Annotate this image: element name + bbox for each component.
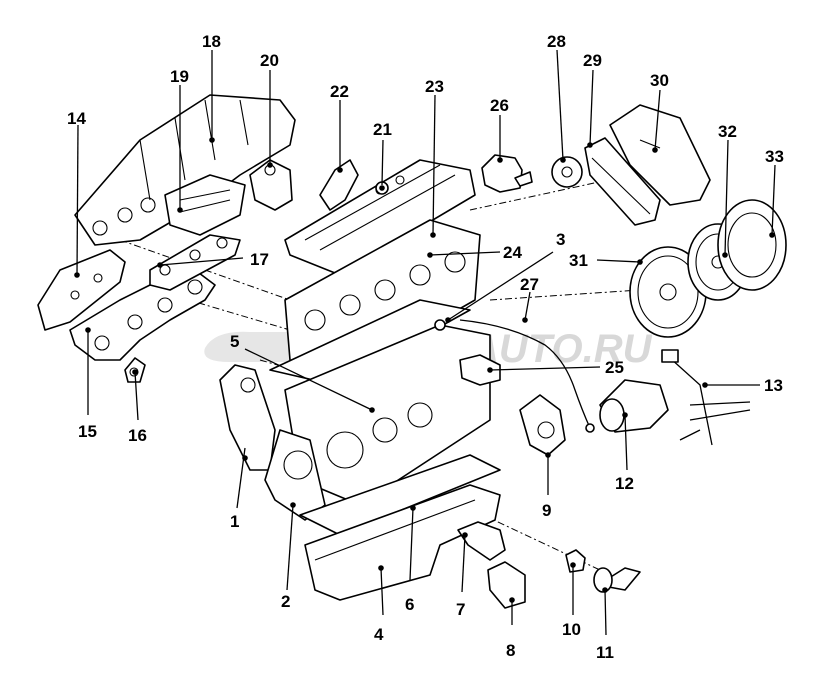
callout-29: 29	[583, 51, 602, 70]
part-head-bracket	[434, 319, 446, 331]
part-wiring-harness	[661, 349, 751, 446]
callout-8: 8	[506, 641, 515, 660]
part-belt-cover	[609, 104, 711, 206]
part-starter	[599, 379, 669, 433]
callout-28: 28	[547, 32, 566, 51]
part-valve-cover	[284, 159, 476, 276]
watermark-text: AUTO.RU	[469, 327, 653, 371]
part-timing-cover	[219, 364, 276, 471]
leader-lines	[76, 49, 776, 636]
callout-6: 6	[405, 595, 414, 614]
callout-13: 13	[764, 376, 783, 395]
callout-30: 30	[650, 71, 669, 90]
part-dipstick-tube	[459, 319, 595, 433]
part-water-outlet	[459, 354, 501, 386]
callout-labels: 1 2 3 4 5 6 7 8 9 10 11 12 13 14 15 16 1…	[67, 32, 784, 662]
part-pressure-plate	[717, 199, 787, 291]
callout-11: 11	[596, 643, 614, 662]
part-exhaust-manifold	[69, 269, 216, 361]
part-flywheel	[629, 246, 707, 338]
part-oil-pan	[304, 484, 501, 601]
part-oil-filler	[319, 159, 359, 211]
callout-19: 19	[170, 67, 189, 86]
callout-14: 14	[67, 109, 86, 128]
callout-32: 32	[718, 122, 737, 141]
callout-5: 5	[230, 332, 239, 351]
callout-21: 21	[373, 120, 392, 139]
part-oil-pan-gasket	[299, 454, 501, 536]
callout-2: 2	[281, 592, 290, 611]
callout-10: 10	[562, 620, 581, 639]
callout-1: 1	[230, 512, 239, 531]
callout-22: 22	[330, 82, 349, 101]
callout-16: 16	[128, 426, 147, 445]
callout-24: 24	[503, 243, 522, 262]
part-water-pump	[519, 394, 566, 456]
part-heat-shield	[37, 249, 126, 331]
callout-23: 23	[425, 77, 444, 96]
callout-20: 20	[260, 51, 279, 70]
callout-15: 15	[78, 422, 97, 441]
part-timing-belt	[584, 137, 661, 226]
part-cam-sprocket	[551, 156, 583, 188]
part-intake-manifold	[74, 94, 296, 246]
callout-9: 9	[542, 501, 551, 520]
callout-18: 18	[202, 32, 221, 51]
part-intake-cover	[164, 174, 246, 236]
callout-27: 27	[520, 275, 539, 294]
callout-3: 3	[556, 230, 565, 249]
callout-7: 7	[456, 600, 465, 619]
callout-dots	[74, 137, 775, 603]
callout-12: 12	[615, 474, 634, 493]
part-rear-plate	[264, 429, 326, 521]
part-bracket-8	[487, 561, 526, 609]
callout-31: 31	[569, 251, 588, 270]
callout-26: 26	[490, 96, 509, 115]
callout-33: 33	[765, 147, 784, 166]
part-plug-11	[593, 567, 641, 593]
part-bracket-7	[457, 521, 506, 561]
part-sender-10	[565, 549, 586, 573]
part-oil-filter-housing	[481, 154, 533, 193]
callout-4: 4	[374, 625, 384, 644]
callout-25: 25	[605, 358, 624, 377]
callout-17: 17	[250, 250, 269, 269]
